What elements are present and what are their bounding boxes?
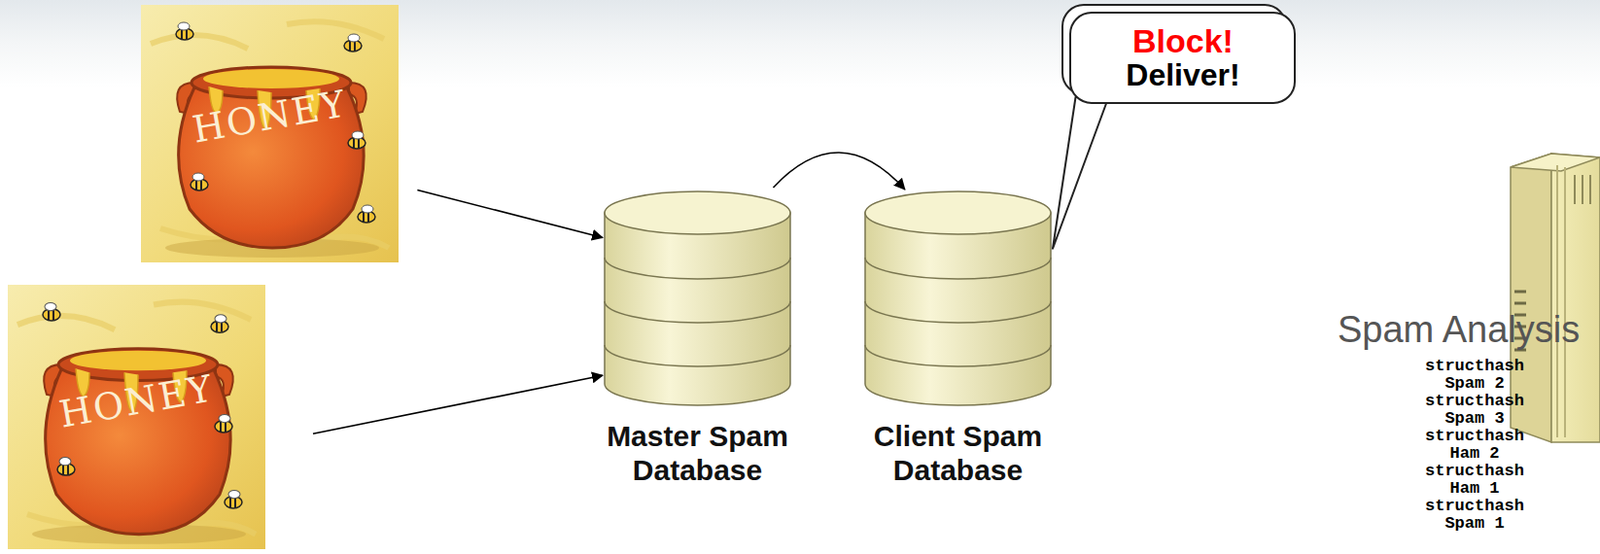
database-cylinder: Master Spam Database <box>602 189 793 409</box>
section-title: Spam Analysis <box>1337 309 1580 351</box>
hash-name: structhash <box>1391 427 1558 446</box>
hash-name: structhash <box>1391 357 1558 376</box>
status-word: Block! <box>1132 24 1234 60</box>
pot-lettering: HONEY <box>5 357 268 445</box>
database-label: Master Spam Database <box>581 418 815 487</box>
hash-name: structhash <box>1391 462 1558 481</box>
hash-name: structhash <box>1391 392 1558 411</box>
bubble-tail <box>1052 97 1109 249</box>
database-label: Client Spam Database <box>841 418 1076 487</box>
hash-name: structhash <box>1391 497 1558 516</box>
flow-arrow <box>773 152 905 190</box>
message-tag: Spam 2 <box>1391 375 1558 393</box>
bubble-text-area: Block!Deliver! <box>1069 11 1297 105</box>
message-tag: Spam 1 <box>1391 515 1558 533</box>
honey-pot: HONEY <box>140 4 399 263</box>
database-cylinder: Client Spam Database <box>863 189 1053 409</box>
hash-list: structhashSpam 2structhashSpam 3structha… <box>1391 357 1558 533</box>
cylinder-outline <box>602 189 793 409</box>
pot-lettering: HONEY <box>139 72 401 160</box>
speech-bubble: Block!Deliver! <box>1061 3 1297 105</box>
flow-arrow <box>313 375 603 434</box>
flow-arrow <box>417 189 603 238</box>
cylinder-outline <box>863 189 1053 409</box>
message-tag: Ham 1 <box>1391 480 1558 498</box>
message-tag: Spam 3 <box>1391 410 1558 428</box>
status-word: Deliver! <box>1125 59 1240 93</box>
message-tag: Ham 2 <box>1391 445 1558 463</box>
honey-pot: HONEY <box>7 284 266 550</box>
